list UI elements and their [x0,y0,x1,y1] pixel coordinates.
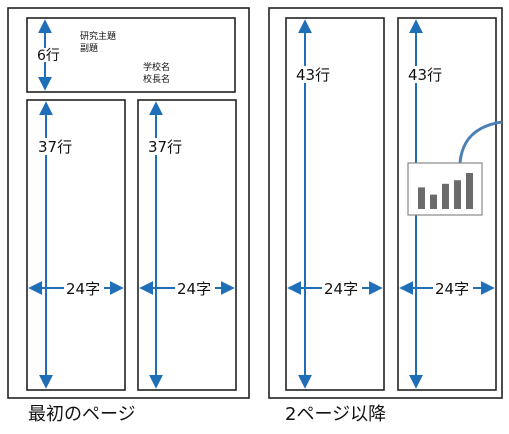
figure-bar [466,173,473,209]
figure-bar [442,183,449,209]
later-left-chars-label: 24字 [324,280,358,298]
figure-bar [418,187,425,209]
header-lines-label: 6行 [37,48,60,64]
first-page-caption: 最初のページ [28,404,136,425]
first-page-header-block [26,17,236,93]
first-right-lines-label: 37行 [148,138,182,156]
later-right-chars-label: 24字 [435,280,469,298]
subtitle-label: 副題 [80,43,98,54]
later-right-lines-label: 43行 [408,66,442,84]
later-pages-caption: 2ページ以降 [285,404,387,425]
later-left-lines-label: 43行 [296,66,330,84]
figure-bar [454,180,461,209]
first-left-chars-label: 24字 [66,280,100,298]
first-right-chars-label: 24字 [177,280,211,298]
figure-callout-curve [458,120,503,164]
figure-bar-chart-icon [418,173,473,209]
figure-bar [430,194,437,209]
school-name-label: 学校名 [143,61,170,73]
principal-name-label: 校長名 [143,73,170,85]
research-title-label: 研究主題 [80,30,116,42]
first-left-lines-label: 37行 [38,138,72,156]
